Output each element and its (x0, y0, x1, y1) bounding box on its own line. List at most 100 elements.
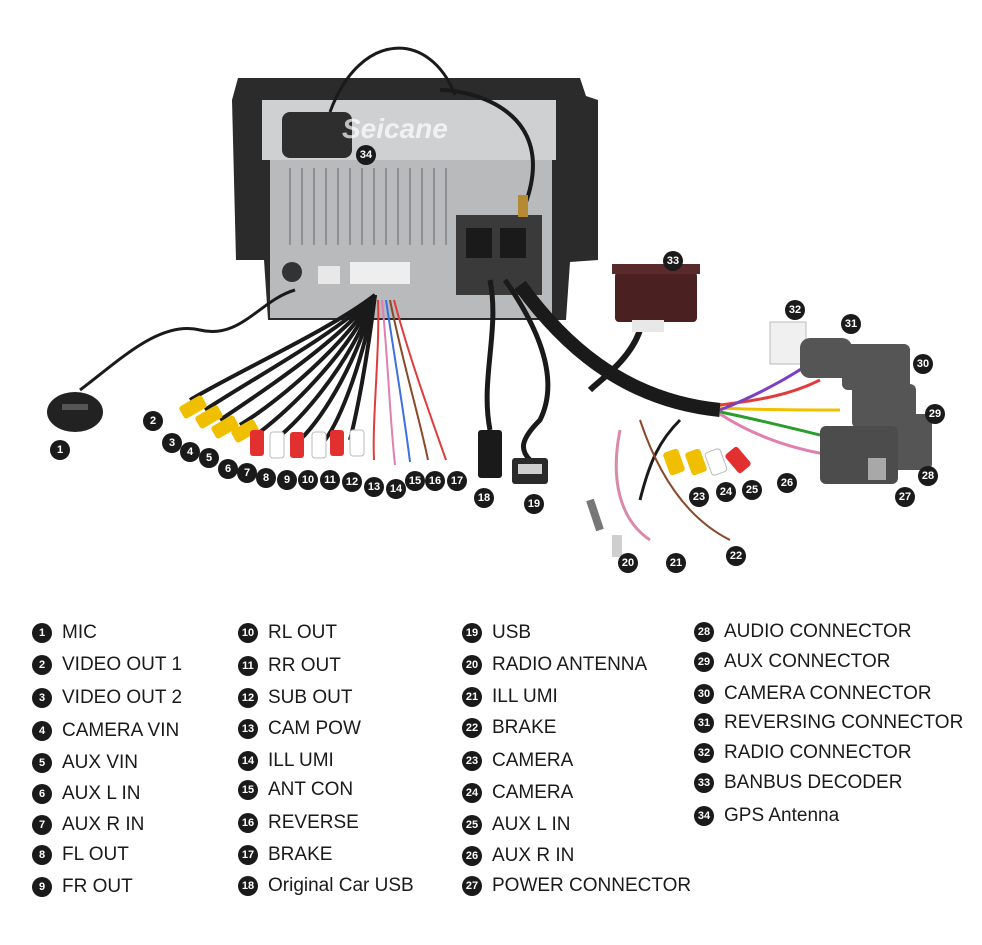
legend-label: POWER CONNECTOR (492, 875, 692, 896)
bullet-icon: 6 (32, 784, 52, 804)
bullet-icon: 34 (694, 806, 714, 826)
callout-2: 2 (143, 411, 163, 431)
legend-label: USB (492, 622, 532, 643)
mic (47, 288, 296, 432)
callout-13: 13 (364, 477, 384, 497)
legend-label: FR OUT (62, 876, 133, 897)
callout-9: 9 (277, 470, 297, 490)
bullet-icon: 32 (694, 743, 714, 763)
legend-label: BANBUS DECODER (724, 772, 903, 793)
callout-21: 21 (666, 553, 686, 573)
legend-label: AUX L IN (492, 814, 571, 835)
bullet-icon: 1 (32, 623, 52, 643)
banbus-decoder (612, 264, 700, 332)
bullet-icon: 25 (462, 815, 482, 835)
bullet-icon: 4 (32, 721, 52, 741)
legend-label: AUDIO CONNECTOR (724, 621, 912, 642)
bullet-icon: 16 (238, 813, 258, 833)
callout-19: 19 (524, 494, 544, 514)
legend-item-23: 23 CAMERA (462, 748, 573, 774)
callout-32: 32 (785, 300, 805, 320)
callout-14: 14 (386, 479, 406, 499)
legend-label: AUX VIN (62, 752, 139, 773)
bullet-icon: 2 (32, 655, 52, 675)
legend-item-31: 31 REVERSING CONNECTOR (694, 710, 963, 736)
legend-item-24: 24 CAMERA (462, 780, 573, 806)
legend-label: VIDEO OUT 1 (62, 654, 183, 675)
legend-label: FL OUT (62, 844, 129, 865)
bullet-icon: 12 (238, 688, 258, 708)
usb-cables (478, 278, 551, 484)
bullet-icon: 14 (238, 751, 258, 771)
callout-15: 15 (405, 471, 425, 491)
bullet-icon: 21 (462, 687, 482, 707)
legend-label: BRAKE (268, 844, 333, 865)
callout-27: 27 (895, 487, 915, 507)
bullet-icon: 23 (462, 751, 482, 771)
bullet-icon: 20 (462, 655, 482, 675)
legend-item-2: 2 VIDEO OUT 1 (32, 652, 182, 678)
callout-12: 12 (342, 472, 362, 492)
bullet-icon: 26 (462, 846, 482, 866)
legend-label: RADIO ANTENNA (492, 654, 648, 675)
legend-item-20: 20 RADIO ANTENNA (462, 652, 647, 678)
callout-30: 30 (913, 354, 933, 374)
legend-label: AUX R IN (492, 845, 575, 866)
callout-10: 10 (298, 470, 318, 490)
callout-17: 17 (447, 471, 467, 491)
callout-23: 23 (689, 487, 709, 507)
bullet-icon: 7 (32, 815, 52, 835)
legend-label: CAMERA CONNECTOR (724, 683, 932, 704)
bullet-icon: 9 (32, 877, 52, 897)
callout-31: 31 (841, 314, 861, 334)
legend-label: BRAKE (492, 717, 557, 738)
callout-3: 3 (162, 433, 182, 453)
callout-5: 5 (199, 448, 219, 468)
legend-label: AUX L IN (62, 783, 141, 804)
legend-label: REVERSING CONNECTOR (724, 712, 964, 733)
callout-18: 18 (474, 488, 494, 508)
legend-item-9: 9 FR OUT (32, 874, 133, 900)
bullet-icon: 24 (462, 783, 482, 803)
callout-4: 4 (180, 442, 200, 462)
legend-label: RADIO CONNECTOR (724, 742, 912, 763)
bullet-icon: 18 (238, 876, 258, 896)
callout-1: 1 (50, 440, 70, 460)
legend-label: Original Car USB (268, 875, 414, 896)
legend-label: AUX R IN (62, 814, 145, 835)
bullet-icon: 33 (694, 773, 714, 793)
legend-label: CAMERA (492, 750, 574, 771)
bullet-icon: 22 (462, 718, 482, 738)
legend-label: SUB OUT (268, 687, 353, 708)
legend-item-32: 32 RADIO CONNECTOR (694, 740, 912, 766)
callout-26: 26 (777, 473, 797, 493)
bullet-icon: 15 (238, 780, 258, 800)
car-connectors (769, 321, 932, 484)
wiring-diagram: Seicane (47, 46, 932, 557)
main-harness (514, 280, 841, 557)
callout-6: 6 (218, 459, 238, 479)
legend-item-18: 18 Original Car USB (238, 873, 414, 899)
callout-11: 11 (320, 470, 340, 490)
legend-label: GPS Antenna (724, 805, 840, 826)
legend-label: CAMERA (492, 782, 574, 803)
bullet-icon: 31 (694, 713, 714, 733)
legend-item-7: 7 AUX R IN (32, 812, 144, 838)
legend-item-12: 12 SUB OUT (238, 685, 352, 711)
legend-label: CAM POW (268, 718, 361, 739)
callout-28: 28 (918, 466, 938, 486)
